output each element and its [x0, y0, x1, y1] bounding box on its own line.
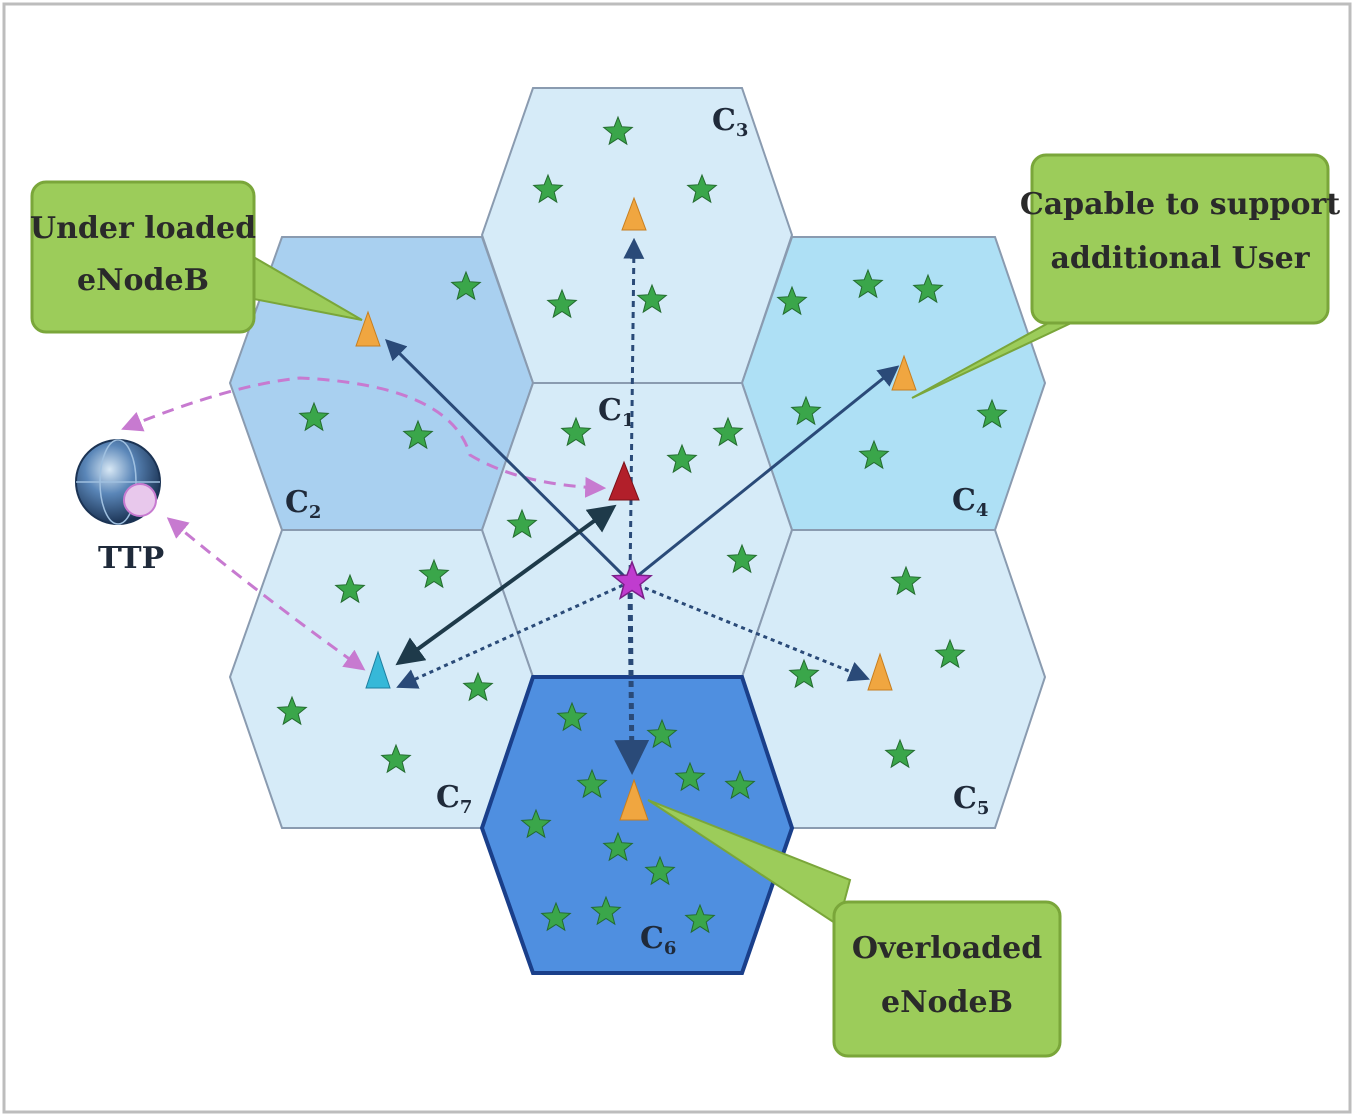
callout-capable: Capable to support additional User [1020, 153, 1340, 325]
user-star [674, 761, 706, 792]
arrow-to-c3-enodeb [623, 237, 645, 583]
callout-overloaded-box [832, 900, 1062, 1058]
callout-overloaded-line1: Overloaded [852, 931, 1042, 966]
user-star [790, 395, 822, 426]
user-star [644, 855, 676, 886]
mobile-user-star [610, 559, 654, 600]
user-star [852, 268, 884, 299]
user-star [462, 671, 494, 702]
user-star [976, 398, 1008, 429]
cell-label-c5: C5 [953, 781, 989, 819]
cell-c5-hex [740, 529, 1047, 829]
enodeb-c3 [621, 196, 647, 231]
callout-under-loaded-box [30, 180, 256, 334]
callout-under-loaded-line2: eNodeB [77, 263, 209, 298]
user-star [912, 273, 944, 304]
arrow-to-c6-enodeb [614, 581, 650, 775]
user-star [380, 743, 412, 774]
user-star [636, 283, 668, 314]
callout-overloaded: Overloaded eNodeB [832, 900, 1062, 1058]
user-star [520, 808, 552, 839]
user-star [726, 543, 758, 574]
enodeb-c2 [355, 310, 381, 347]
user-star [788, 658, 820, 689]
callout-under-loaded: Under loaded eNodeB [30, 180, 256, 334]
enodeb-c4 [891, 354, 917, 391]
enodeb-c1 [608, 460, 640, 501]
user-star [540, 901, 572, 932]
enodeb-c7 [365, 650, 391, 689]
ttp-link-to-c7 [166, 517, 366, 671]
callout-capable-line1: Capable to support [1020, 187, 1340, 222]
callout-capable-box [1030, 153, 1330, 325]
ttp-node: TTP [75, 439, 164, 576]
enodeb-c6 [619, 778, 649, 821]
ttp-link-to-c1 [121, 376, 607, 498]
user-star [590, 895, 622, 926]
user-star [602, 831, 634, 862]
user-star [934, 638, 966, 669]
user-star [686, 173, 718, 204]
cell-label-c3: C3 [712, 103, 748, 141]
user-star [546, 288, 578, 319]
user-star [858, 439, 890, 470]
enodeb-layer [355, 196, 917, 821]
user-star [450, 270, 482, 301]
user-star [646, 718, 678, 749]
handover-arrows [385, 237, 900, 775]
cell-label-c6: C6 [640, 921, 676, 959]
user-star [684, 903, 716, 934]
arrow-to-c5-enodeb [629, 580, 870, 682]
ttp-label: TTP [98, 541, 164, 576]
cell-label-c4: C4 [952, 483, 988, 521]
user-star [776, 285, 808, 316]
cell-label-c7: C7 [436, 780, 472, 818]
ttp-links [121, 376, 607, 671]
callout-overloaded-line2: eNodeB [881, 985, 1013, 1020]
callout-under-loaded-line1: Under loaded [30, 211, 256, 246]
user-star [602, 115, 634, 146]
user-star [724, 769, 756, 800]
user-star [576, 768, 608, 799]
cell-labels: C3 C1 C2 C4 C7 C5 C6 [285, 103, 989, 959]
enodeb-c5 [867, 652, 893, 691]
ttp-pink-badge [123, 483, 157, 517]
user-star [890, 565, 922, 596]
user-star [712, 416, 744, 447]
arrow-to-c4-enodeb [629, 365, 900, 584]
link-c1-c7-enodeb [395, 504, 617, 666]
cell-c4-hex [740, 236, 1047, 531]
user-star [532, 173, 564, 204]
callout-capable-line2: additional User [1050, 241, 1310, 276]
cell-c6-hex [479, 675, 795, 975]
user-star [276, 695, 308, 726]
user-star [884, 738, 916, 769]
user-star [556, 701, 588, 732]
user-star [666, 443, 698, 474]
